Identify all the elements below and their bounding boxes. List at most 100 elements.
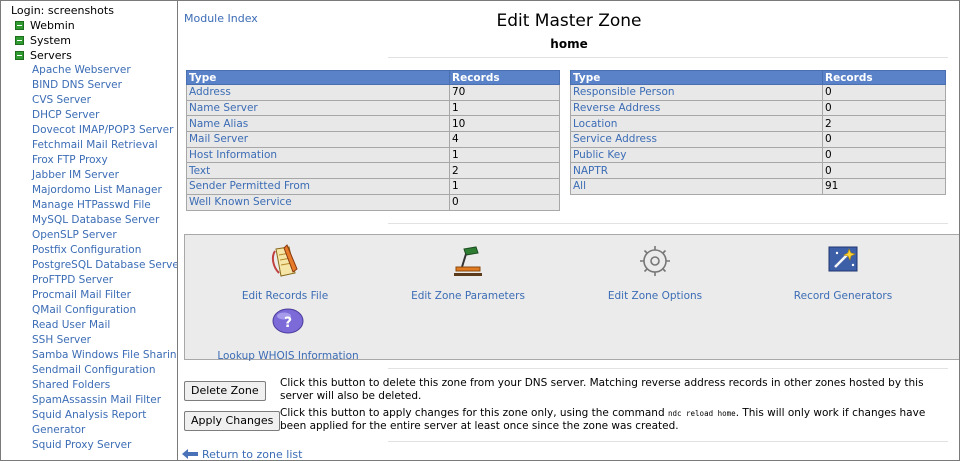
sidebar-item-postgresql[interactable]: PostgreSQL Database Server (32, 259, 178, 271)
sidebar-item-fetchmail[interactable]: Fetchmail Mail Retrieval (32, 139, 158, 151)
record-type-link[interactable]: Mail Server (186, 131, 450, 148)
record-type-link[interactable]: Location (570, 115, 823, 133)
record-count: 1 (449, 178, 560, 195)
record-type-link[interactable]: Text (186, 162, 450, 180)
sidebar-item-frox[interactable]: Frox FTP Proxy (32, 154, 108, 166)
record-count: 0 (822, 146, 946, 164)
sidebar-item-postfix[interactable]: Postfix Configuration (32, 244, 142, 256)
divider (388, 441, 948, 442)
apply-desc-post: . This will only work if changes have be… (280, 407, 926, 432)
page-title: Edit Master Zone (496, 11, 642, 31)
apply-desc-pre: Click this button to apply changes for t… (280, 407, 665, 419)
return-link-label[interactable]: Return to zone list (202, 448, 303, 461)
record-type-link[interactable]: Name Server (186, 99, 450, 117)
record-type-link[interactable]: Sender Permitted From (186, 178, 450, 195)
sidebar-item-htpasswd[interactable]: Manage HTPasswd File (32, 199, 151, 211)
record-type-link[interactable]: Address (186, 84, 450, 101)
main-content: Module Index Edit Master Zone home Type … (178, 0, 960, 461)
sidebar-item-ssh[interactable]: SSH Server (32, 334, 91, 346)
record-type-link[interactable]: Service Address (570, 131, 823, 148)
sidebar-item-read-mail[interactable]: Read User Mail (32, 319, 111, 331)
record-type-link[interactable]: Host Information (186, 146, 450, 164)
expand-icon (15, 51, 24, 60)
zone-actions-panel: Edit Records File Edit Zone Parameters E… (184, 234, 959, 362)
sidebar-item-majordomo[interactable]: Majordomo List Manager (32, 184, 162, 196)
records-file-icon (271, 244, 298, 277)
sidebar: Login: screenshots Webmin System Servers… (0, 0, 178, 461)
sidebar-item-samba[interactable]: Samba Windows File Sharing (32, 349, 178, 361)
sidebar-item-dovecot[interactable]: Dovecot IMAP/POP3 Server (32, 124, 174, 136)
sidebar-item-openslp[interactable]: OpenSLP Server (32, 229, 117, 241)
column-header-type: Type (570, 70, 823, 85)
record-type-link[interactable]: All (570, 178, 823, 195)
record-count: 91 (822, 178, 946, 195)
lookup-whois-button[interactable]: ? Lookup WHOIS Information (203, 305, 373, 362)
record-count: 70 (449, 84, 560, 101)
apply-command: ndc reload home (667, 409, 736, 418)
record-type-link[interactable]: Public Key (570, 146, 823, 164)
magic-wand-icon (828, 246, 858, 272)
sidebar-item-sendmail[interactable]: Sendmail Configuration (32, 364, 156, 376)
sidebar-item-procmail[interactable]: Procmail Mail Filter (32, 289, 131, 301)
sidebar-item-shared-folders[interactable]: Shared Folders (32, 379, 111, 391)
category-webmin[interactable]: Webmin (1, 18, 177, 33)
divider (388, 223, 948, 224)
sidebar-item-cvs[interactable]: CVS Server (32, 94, 91, 106)
record-count: 2 (449, 162, 560, 180)
sidebar-item-mysql[interactable]: MySQL Database Server (32, 214, 160, 226)
category-servers[interactable]: Servers (1, 48, 177, 63)
category-label: Servers (30, 49, 72, 62)
column-header-records: Records (449, 70, 560, 85)
apply-changes-button[interactable]: Apply Changes (184, 411, 281, 431)
return-to-zone-list[interactable]: Return to zone list (182, 448, 303, 461)
record-count: 0 (449, 193, 560, 211)
record-type-link[interactable]: NAPTR (570, 162, 823, 180)
record-generators-button[interactable]: Record Generators (773, 243, 913, 302)
delete-zone-button[interactable]: Delete Zone (184, 381, 266, 401)
record-count: 0 (822, 99, 946, 117)
back-arrow-icon (182, 449, 198, 459)
question-bubble-icon: ? (272, 308, 304, 334)
record-type-link[interactable]: Reverse Address (570, 99, 823, 117)
sidebar-item-spamassassin[interactable]: SpamAssassin Mail Filter (32, 394, 162, 406)
record-type-link[interactable]: Well Known Service (186, 193, 450, 211)
edit-zone-options-button[interactable]: Edit Zone Options (585, 243, 725, 302)
module-index-link[interactable]: Module Index (184, 12, 258, 25)
record-count: 0 (822, 162, 946, 180)
sidebar-item-squid-analysis[interactable]: Squid Analysis Report Generator (32, 409, 147, 436)
sidebar-item-apache[interactable]: Apache Webserver (32, 64, 131, 76)
column-header-records: Records (822, 70, 946, 85)
record-count: 2 (822, 115, 946, 133)
record-type-link[interactable]: Responsible Person (570, 84, 823, 101)
sidebar-item-jabber[interactable]: Jabber IM Server (32, 169, 119, 181)
edit-zone-parameters-button[interactable]: Edit Zone Parameters (393, 243, 543, 302)
edit-zone-options-label: Edit Zone Options (607, 290, 703, 302)
login-label: Login: screenshots (11, 4, 114, 17)
record-count: 4 (449, 131, 560, 148)
column-header-type: Type (186, 70, 450, 85)
category-system[interactable]: System (1, 33, 177, 48)
record-type-link[interactable]: Name Alias (186, 115, 450, 133)
record-count: 1 (449, 99, 560, 117)
record-count: 0 (822, 84, 946, 101)
sidebar-item-bind-dns[interactable]: BIND DNS Server (32, 79, 122, 91)
category-label: System (30, 34, 72, 47)
record-count: 1 (449, 146, 560, 164)
sidebar-item-qmail[interactable]: QMail Configuration (32, 304, 137, 316)
edit-records-file-button[interactable]: Edit Records File (215, 243, 355, 302)
sidebar-item-dhcp[interactable]: DHCP Server (32, 109, 100, 121)
sidebar-item-squid-proxy[interactable]: Squid Proxy Server (32, 439, 132, 451)
sidebar-item-proftpd[interactable]: ProFTPD Server (32, 274, 114, 286)
record-count: 10 (449, 115, 560, 133)
